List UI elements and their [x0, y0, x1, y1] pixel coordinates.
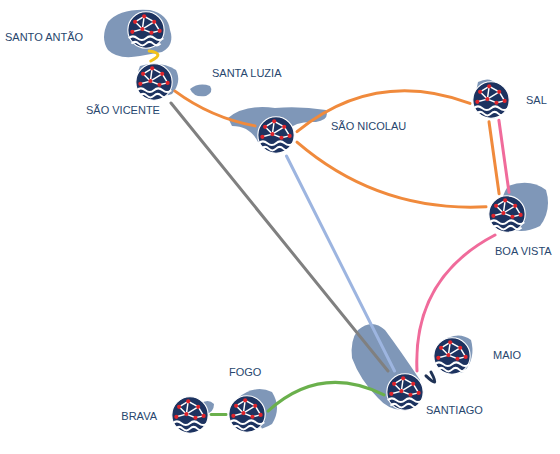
company-logo	[473, 82, 509, 118]
ferry-route	[211, 413, 226, 416]
island-node: FOGO	[227, 394, 267, 434]
ferry-route	[297, 142, 486, 207]
island-label: BRAVA	[120, 410, 158, 423]
island-node: SANTIAGO	[385, 372, 425, 412]
island-node: MAIO	[432, 336, 472, 376]
island-node: SANTA LUZIA	[188, 83, 214, 97]
company-logo	[387, 374, 423, 410]
company-logo	[229, 396, 265, 432]
company-logo	[434, 338, 470, 374]
island-node: SÃO VICENTE	[134, 62, 174, 102]
ferry-route	[426, 372, 435, 382]
ferry-route	[268, 382, 384, 411]
island-label: SÃO VICENTE	[85, 104, 161, 117]
island-label: SANTO ANTÃO	[4, 31, 84, 44]
company-logo	[136, 64, 172, 100]
island-shape	[104, 10, 171, 57]
ferry-route	[171, 103, 388, 371]
company-logo	[128, 12, 164, 48]
island-node: BRAVA	[170, 395, 210, 435]
ferry-route	[149, 51, 158, 61]
company-logo	[258, 117, 294, 153]
island-label: MAIO	[492, 349, 522, 362]
island-node: SÃO NICOLAU	[256, 115, 296, 155]
island-shape	[190, 85, 211, 97]
company-logo	[489, 196, 525, 232]
ferry-route	[287, 156, 395, 371]
island-label: BOA VISTA	[494, 245, 553, 258]
island-label: SÃO NICOLAU	[330, 120, 407, 133]
company-logo	[172, 397, 208, 433]
island-label: FOGO	[228, 366, 262, 379]
island-label: SANTA LUZIA	[211, 67, 282, 80]
ferry-route	[499, 120, 509, 192]
island-node: BOA VISTA	[487, 194, 527, 234]
island-node: SAL	[471, 80, 511, 120]
island-node: SANTO ANTÃO	[126, 10, 166, 50]
island-label: SANTIAGO	[425, 404, 484, 417]
island-label: SAL	[525, 94, 548, 107]
ferry-route	[489, 122, 499, 194]
